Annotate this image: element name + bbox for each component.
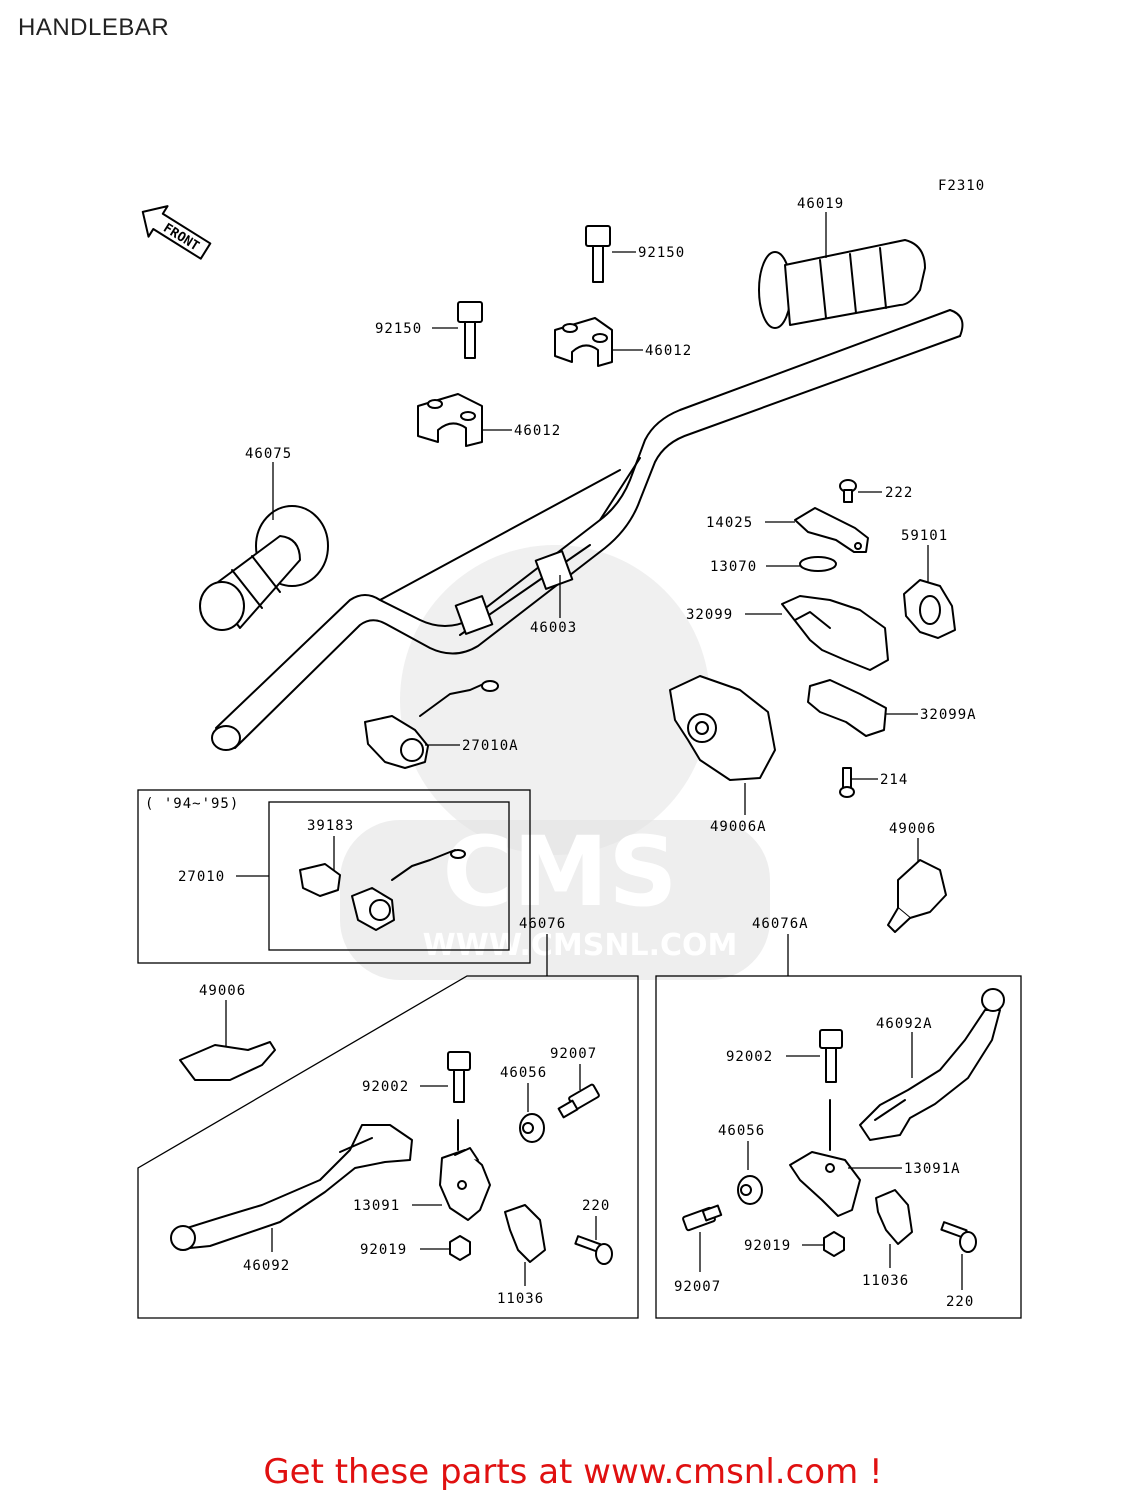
front-arrow-icon: FRONT — [141, 205, 212, 260]
part-214: 214 — [880, 772, 908, 788]
watermark-brand: CMS — [442, 816, 677, 928]
handlebar-parts-diagram: CMS WWW.CMSNL.COM F2310 FRONT 46019 9215… — [137, 178, 1022, 1319]
part-14025: 14025 — [706, 515, 753, 531]
bolt-92002-right — [819, 1029, 843, 1083]
watermark-url: WWW.CMSNL.COM — [423, 928, 738, 963]
bolt-92002-left — [447, 1051, 471, 1103]
part-46075: 46075 — [245, 446, 292, 462]
switch-27010A — [364, 680, 499, 769]
part-13091: 13091 — [353, 1198, 400, 1214]
lever-holder-13091 — [412, 1119, 491, 1221]
bolt-92150-lower — [432, 301, 483, 359]
part-59101-clamp — [903, 545, 956, 639]
variant-note: ( '94~'95) — [145, 796, 239, 812]
part-92019-right: 92019 — [744, 1238, 791, 1254]
housing-49006A — [669, 675, 776, 815]
part-92019-left: 92019 — [360, 1242, 407, 1258]
left-grip-46075 — [199, 462, 329, 631]
lever-46092A — [859, 988, 1005, 1141]
adjuster-92007-left — [557, 1083, 600, 1119]
clamp-46012-upper — [554, 317, 643, 367]
clamp-11036-right — [875, 1189, 913, 1268]
part-220-right: 220 — [946, 1294, 974, 1310]
handlebar-tube — [211, 309, 964, 751]
bolt-92150-upper — [585, 225, 636, 283]
part-49006-right: 49006 — [889, 821, 936, 837]
screw-222 — [839, 479, 882, 503]
part-92007-left: 92007 — [550, 1046, 597, 1062]
part-11036-right: 11036 — [862, 1273, 909, 1289]
switch-27010 — [299, 849, 466, 931]
ring-13070 — [766, 556, 837, 572]
part-46019: 46019 — [797, 196, 844, 212]
part-92007-right: 92007 — [674, 1279, 721, 1295]
part-92150-lower: 92150 — [375, 321, 422, 337]
part-32099A: 32099A — [920, 707, 977, 723]
page-title: HANDLEBAR — [18, 14, 170, 41]
part-92002-right: 92002 — [726, 1049, 773, 1065]
part-46003: 46003 — [530, 620, 577, 636]
throttle-housing-32099 — [745, 595, 889, 671]
part-92002-left: 92002 — [362, 1079, 409, 1095]
housing-lower-32099A — [807, 679, 918, 737]
part-222: 222 — [885, 485, 913, 501]
lever-boot-49006-right — [887, 838, 947, 933]
nut-92019-left — [420, 1235, 471, 1261]
lever-kit-box-46076 — [137, 975, 639, 1319]
nut-46056-left — [519, 1113, 545, 1143]
part-27010A: 27010A — [462, 738, 519, 754]
figure-code: F2310 — [938, 178, 985, 194]
part-49006-left: 49006 — [199, 983, 246, 999]
variant-box-94-95 — [137, 789, 531, 964]
part-46076A: 46076A — [752, 916, 809, 932]
cmsnl-link[interactable]: Get these parts at www.cmsnl.com ! — [263, 1452, 883, 1492]
clamp-46012-lower — [417, 393, 512, 447]
part-46012-lower: 46012 — [514, 423, 561, 439]
cmsnl-watermark: CMS WWW.CMSNL.COM — [340, 545, 770, 980]
throttle-cover-14025 — [765, 507, 869, 553]
part-46092A: 46092A — [876, 1016, 933, 1032]
screw-220-left — [574, 1216, 613, 1265]
part-92150-upper: 92150 — [638, 245, 685, 261]
lever-kit-box-46076A — [655, 975, 1022, 1319]
part-13091A: 13091A — [904, 1161, 961, 1177]
part-13070: 13070 — [710, 559, 757, 575]
footer-cta[interactable]: Get these parts at www.cmsnl.com ! — [0, 1452, 1146, 1492]
screw-214 — [839, 767, 878, 798]
part-11036-left: 11036 — [497, 1291, 544, 1307]
part-27010: 27010 — [178, 869, 225, 885]
part-46092: 46092 — [243, 1258, 290, 1274]
clamp-11036-left — [504, 1204, 546, 1286]
lever-holder-13091A — [789, 1099, 902, 1217]
lever-boot-49006-left — [179, 1000, 276, 1081]
adjuster-92007-right — [682, 1204, 723, 1272]
part-46056-left: 46056 — [500, 1065, 547, 1081]
part-32099: 32099 — [686, 607, 733, 623]
part-39183: 39183 — [307, 818, 354, 834]
part-46056-right: 46056 — [718, 1123, 765, 1139]
screw-220-right — [940, 1221, 977, 1290]
nut-46056-right — [737, 1175, 763, 1205]
nut-92019-right — [802, 1231, 845, 1257]
part-46012-upper: 46012 — [645, 343, 692, 359]
lever-46092 — [170, 1124, 413, 1252]
part-220-left: 220 — [582, 1198, 610, 1214]
part-49006A: 49006A — [710, 819, 767, 835]
part-59101: 59101 — [901, 528, 948, 544]
part-46076: 46076 — [519, 916, 566, 932]
throttle-grip-46019 — [758, 212, 926, 329]
